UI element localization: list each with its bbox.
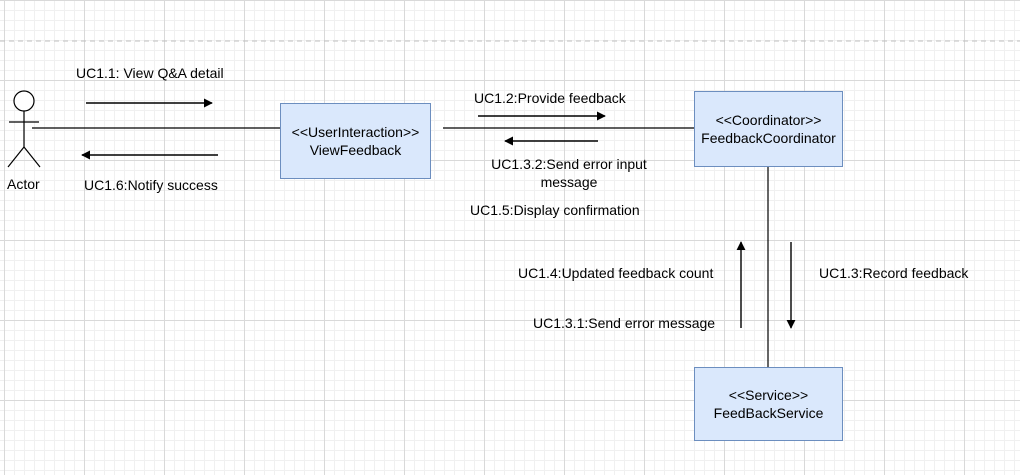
- message-uc1-3-2-line1: UC1.3.2:Send error input: [491, 156, 647, 172]
- message-uc1-3: UC1.3:Record feedback: [819, 265, 969, 281]
- message-uc1-4: UC1.4:Updated feedback count: [518, 265, 714, 281]
- message-uc1-2: UC1.2:Provide feedback: [474, 90, 626, 106]
- node-feedback-service-stereotype: <<Service>>: [728, 387, 809, 403]
- message-uc1-1: UC1.1: View Q&A detail: [76, 65, 224, 81]
- message-uc1-3-2-line2: message: [540, 174, 598, 190]
- message-uc1-5: UC1.5:Display confirmation: [470, 202, 640, 218]
- node-feedback-service-name: FeedBackService: [713, 405, 824, 421]
- node-view-feedback-name: ViewFeedback: [309, 142, 402, 158]
- message-uc1-3-2: UC1.3.2:Send error input message: [455, 155, 683, 191]
- node-feedback-service[interactable]: <<Service>> FeedBackService: [694, 367, 843, 441]
- actor-figure[interactable]: [7, 90, 41, 168]
- node-feedback-coordinator-name: FeedbackCoordinator: [701, 130, 836, 146]
- node-view-feedback[interactable]: <<UserInteraction>> ViewFeedback: [280, 103, 431, 179]
- node-feedback-coordinator[interactable]: <<Coordinator>> FeedbackCoordinator: [694, 91, 843, 167]
- actor-label: Actor: [7, 176, 40, 192]
- node-feedback-coordinator-stereotype: <<Coordinator>>: [715, 112, 822, 128]
- message-uc1-6: UC1.6:Notify success: [84, 177, 218, 193]
- message-uc1-3-1: UC1.3.1:Send error message: [533, 315, 716, 331]
- node-view-feedback-stereotype: <<UserInteraction>>: [291, 124, 420, 140]
